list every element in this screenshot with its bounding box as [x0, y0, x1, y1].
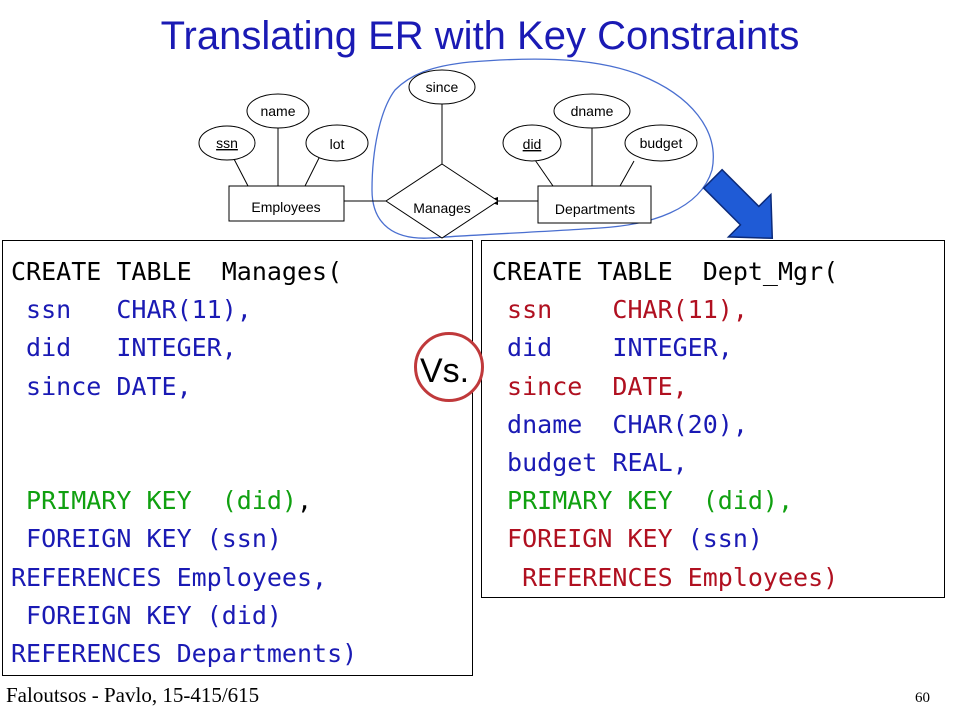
attr-dname-label: dname [571, 103, 614, 119]
sql-primary-key: PRIMARY KEY [11, 486, 192, 516]
sql-foreign-key: FOREIGN KEY (ssn) [11, 524, 282, 554]
entity-departments-box [537, 185, 652, 224]
sql-type: REAL, [597, 447, 688, 477]
er-connectors [233, 102, 635, 202]
highlight-outline [371, 58, 714, 239]
sql-type: DATE, [582, 371, 688, 401]
sql-type: DATE, [101, 371, 192, 401]
attr-since-oval [408, 69, 476, 105]
attr-since-label: since [426, 79, 459, 95]
page-title: Translating ER with Key Constraints [160, 14, 800, 58]
sql-type: CHAR(11), [71, 295, 252, 325]
attr-ssn-label: ssn [216, 135, 238, 151]
attr-dname-oval [553, 93, 631, 129]
sql-foreign-key: FOREIGN KEY [492, 524, 673, 554]
sql-references: REFERENCES Employees, [11, 562, 328, 592]
sql-primary-key: PRIMARY KEY [492, 486, 673, 516]
sql-type: CHAR(11) [552, 295, 733, 325]
attr-did-oval [502, 124, 562, 162]
relationship-manages-label: Manages [413, 200, 471, 216]
sql-references: REFERENCES Departments) [11, 638, 358, 668]
sql-column: did [492, 333, 553, 363]
vs-label: Vs. [420, 352, 470, 390]
attr-name-oval [246, 93, 310, 129]
sql-references: REFERENCES Employees) [492, 562, 839, 592]
attr-name-label: name [260, 103, 295, 119]
er-diagram: ssn name lot since did dname budget Empl… [198, 58, 774, 240]
sql-type: CHAR(20), [582, 409, 748, 439]
sql-type: INTEGER, [552, 333, 733, 363]
attr-budget-label: budget [640, 135, 683, 151]
sql-column: did [11, 333, 72, 363]
sql-column: ssn [11, 295, 72, 325]
sql-column: dname [492, 409, 583, 439]
sql-primary-key-cols: (did) [191, 486, 297, 516]
page-number: 60 [915, 690, 930, 706]
attr-did-label: did [523, 136, 542, 152]
relationship-manages-diamond [385, 163, 499, 239]
sql-table-name: Dept_Mgr( [672, 257, 839, 286]
attr-budget-oval [624, 124, 698, 162]
sql-column: since [11, 371, 102, 401]
footer-credit: Faloutsos - Pavlo, 15-415/615 [6, 683, 260, 707]
sql-column: budget [492, 447, 598, 477]
sql-type: INTEGER, [71, 333, 237, 363]
attr-lot-oval [305, 124, 369, 162]
entity-employees-label: Employees [251, 199, 320, 215]
sql-comma: , [296, 486, 313, 516]
pointer-arrow [702, 168, 774, 240]
sql-table-name: Manages( [191, 257, 343, 286]
entity-employees-box [228, 185, 345, 222]
sql-keyword: CREATE TABLE [492, 257, 673, 286]
sql-column: since [492, 371, 583, 401]
attr-ssn-oval [198, 125, 256, 161]
sql-primary-key-cols: (did) [672, 486, 778, 516]
sql-keyword: CREATE TABLE [11, 257, 192, 286]
sql-manages-box: CREATE TABLE Manages( ssn CHAR(11), did … [2, 240, 473, 676]
sql-foreign-key: FOREIGN KEY (did) [11, 600, 282, 630]
sql-comma: , [732, 295, 748, 325]
vs-circle [414, 332, 484, 402]
sql-dept-mgr-box: CREATE TABLE Dept_Mgr( ssn CHAR(11), did… [481, 240, 945, 598]
sql-comma: , [777, 486, 794, 516]
attr-lot-label: lot [330, 136, 345, 152]
entity-departments-label: Departments [555, 201, 635, 217]
sql-foreign-key-cols: (ssn) [672, 524, 763, 554]
sql-column: ssn [492, 295, 553, 325]
